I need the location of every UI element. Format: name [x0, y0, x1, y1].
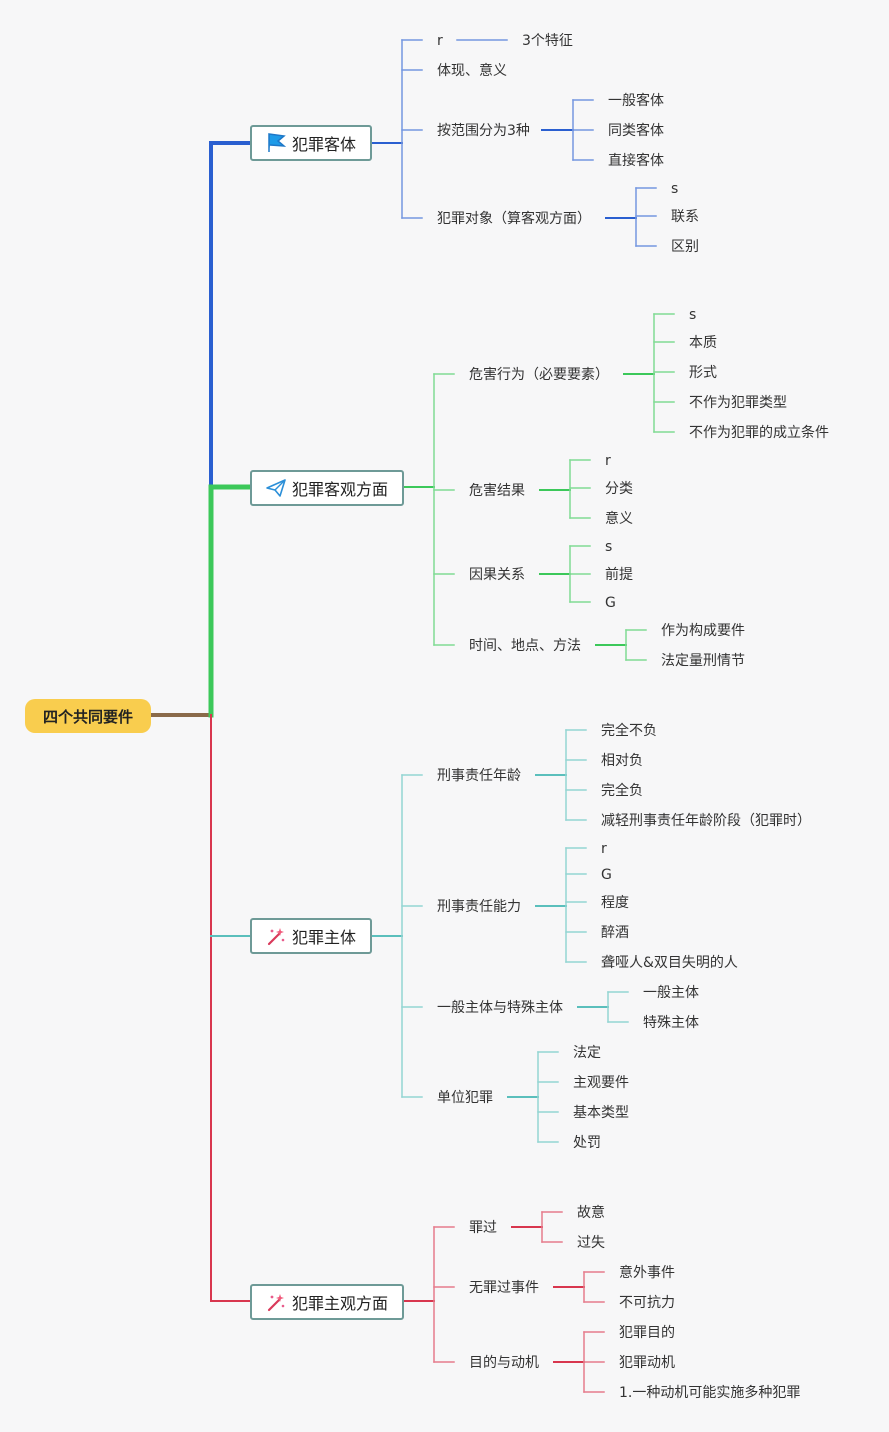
object-item-2[interactable]: 按范围分为3种 — [437, 123, 530, 139]
subjective-item-0[interactable]: 罪过 — [469, 1220, 497, 1236]
objective-item-0-child-3[interactable]: 不作为犯罪类型 — [689, 395, 787, 411]
magic-wand-icon — [266, 926, 286, 946]
object-item-3-child-2[interactable]: 区别 — [671, 239, 699, 255]
subjective-item-1-child-0[interactable]: 意外事件 — [619, 1265, 675, 1281]
objective-item-0-child-1[interactable]: 本质 — [689, 335, 717, 351]
object-item-0[interactable]: r — [437, 33, 443, 49]
objective-item-1-child-2[interactable]: 意义 — [605, 511, 633, 527]
object-item-2-child-0[interactable]: 一般客体 — [608, 93, 664, 109]
objective-item-0-child-2[interactable]: 形式 — [689, 365, 717, 381]
branch-subjective-label: 犯罪主观方面 — [291, 1294, 388, 1313]
subject-item-0-child-3[interactable]: 减轻刑事责任年龄阶段（犯罪时） — [601, 813, 811, 829]
objective-item-3[interactable]: 时间、地点、方法 — [469, 638, 581, 654]
object-item-3-child-0[interactable]: s — [671, 181, 679, 197]
objective-item-2[interactable]: 因果关系 — [469, 567, 525, 583]
object-item-1[interactable]: 体现、意义 — [437, 63, 507, 79]
subject-item-3-child-0[interactable]: 法定 — [573, 1045, 601, 1061]
object-item-3[interactable]: 犯罪对象（算客观方面） — [437, 211, 591, 227]
subject-item-3-child-1[interactable]: 主观要件 — [573, 1075, 629, 1091]
subjective-item-2-child-2[interactable]: 1.一种动机可能实施多种犯罪 — [619, 1385, 801, 1401]
objective-item-3-child-0[interactable]: 作为构成要件 — [661, 623, 745, 639]
branch-subject[interactable]: 犯罪主体 — [250, 918, 372, 954]
subject-item-0-child-0[interactable]: 完全不负 — [601, 723, 657, 739]
objective-item-0[interactable]: 危害行为（必要要素） — [469, 367, 609, 383]
subjective-item-1[interactable]: 无罪过事件 — [469, 1280, 539, 1296]
objective-item-2-child-2[interactable]: G — [605, 595, 616, 611]
subject-item-3-child-2[interactable]: 基本类型 — [573, 1105, 629, 1121]
subject-item-0-child-1[interactable]: 相对负 — [601, 753, 643, 769]
branch-object[interactable]: 犯罪客体 — [250, 125, 372, 161]
object-item-0-child-0[interactable]: 3个特征 — [522, 33, 573, 49]
subjective-item-2-child-1[interactable]: 犯罪动机 — [619, 1355, 675, 1371]
root-node[interactable]: 四个共同要件 — [25, 699, 151, 733]
subject-item-1-child-3[interactable]: 醉酒 — [601, 925, 629, 941]
subjective-item-2-child-0[interactable]: 犯罪目的 — [619, 1325, 675, 1341]
objective-item-3-child-1[interactable]: 法定量刑情节 — [661, 653, 745, 669]
branch-subjective[interactable]: 犯罪主观方面 — [250, 1284, 404, 1320]
subject-item-0[interactable]: 刑事责任年龄 — [437, 768, 521, 784]
objective-item-1-child-0[interactable]: r — [605, 453, 611, 469]
subject-item-1[interactable]: 刑事责任能力 — [437, 899, 521, 915]
branch-objective-label: 犯罪客观方面 — [291, 480, 388, 499]
paper-plane-icon — [266, 478, 286, 498]
branch-object-label: 犯罪客体 — [291, 135, 356, 154]
subject-item-2-child-1[interactable]: 特殊主体 — [643, 1015, 699, 1031]
subjective-item-2[interactable]: 目的与动机 — [469, 1355, 539, 1371]
subject-item-2-child-0[interactable]: 一般主体 — [643, 985, 699, 1001]
objective-item-2-child-0[interactable]: s — [605, 539, 613, 555]
subject-item-1-child-0[interactable]: r — [601, 841, 607, 857]
subject-item-1-child-2[interactable]: 程度 — [601, 895, 629, 911]
objective-item-1[interactable]: 危害结果 — [469, 483, 525, 499]
objective-item-2-child-1[interactable]: 前提 — [605, 567, 633, 583]
branch-objective[interactable]: 犯罪客观方面 — [250, 470, 404, 506]
subjective-item-0-child-0[interactable]: 故意 — [577, 1205, 605, 1221]
objective-item-0-child-0[interactable]: s — [689, 307, 697, 323]
subject-item-3[interactable]: 单位犯罪 — [437, 1090, 493, 1106]
flag-icon — [266, 133, 286, 153]
magic-wand-icon — [266, 1292, 286, 1312]
subjective-item-1-child-1[interactable]: 不可抗力 — [619, 1295, 675, 1311]
subject-item-0-child-2[interactable]: 完全负 — [601, 783, 643, 799]
object-item-2-child-2[interactable]: 直接客体 — [608, 153, 664, 169]
object-item-2-child-1[interactable]: 同类客体 — [608, 123, 664, 139]
subject-item-1-child-1[interactable]: G — [601, 867, 612, 883]
object-item-3-child-1[interactable]: 联系 — [671, 209, 699, 225]
objective-item-0-child-4[interactable]: 不作为犯罪的成立条件 — [689, 425, 829, 441]
subject-item-2[interactable]: 一般主体与特殊主体 — [437, 1000, 563, 1016]
subject-item-3-child-3[interactable]: 处罚 — [573, 1135, 601, 1151]
branch-subject-label: 犯罪主体 — [291, 928, 356, 947]
objective-item-1-child-1[interactable]: 分类 — [605, 481, 633, 497]
subjective-item-0-child-1[interactable]: 过失 — [577, 1235, 605, 1251]
subject-item-1-child-4[interactable]: 聋哑人&双目失明的人 — [601, 955, 738, 971]
